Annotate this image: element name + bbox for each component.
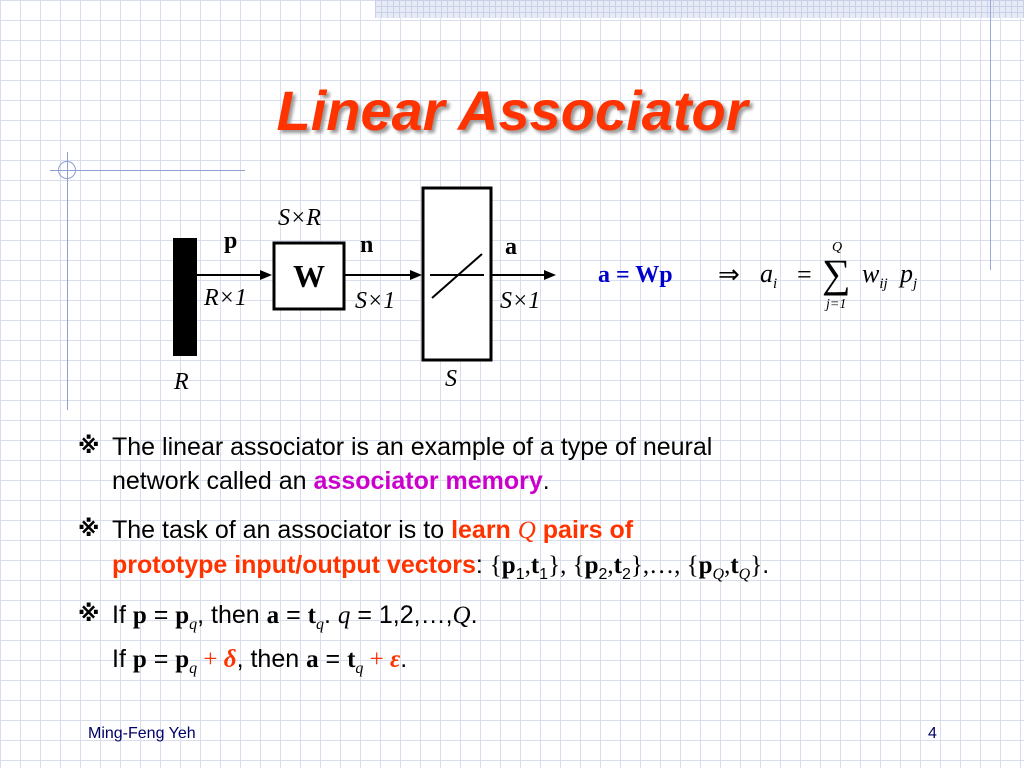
layer-size-label: S: [445, 366, 457, 392]
title-underline: [50, 170, 245, 171]
footer-page-number: 4: [928, 725, 937, 742]
input-bar: [173, 238, 197, 356]
bullet-marker: ※: [78, 517, 100, 542]
net-arrowhead: [410, 270, 422, 280]
slide-title: Linear Associator: [276, 79, 748, 142]
bullet-2-line-2: prototype input/output vectors: {p1,t1},…: [112, 551, 770, 583]
sum-symbol: ∑: [822, 251, 851, 296]
bullet-marker: ※: [78, 434, 100, 459]
implies-symbol: ⇒: [718, 260, 740, 289]
formula-lhs: a = Wp: [598, 262, 673, 288]
weight-dim-label: S×R: [278, 205, 321, 231]
net-label: n: [360, 232, 374, 258]
bullet-3-line-1: If p = pq, then a = tq. q = 1,2,…,Q.: [112, 601, 478, 633]
transfer-symbol-slope: [431, 253, 483, 299]
weight-label: W: [293, 258, 325, 294]
input-label: p: [224, 228, 238, 254]
top-banner: [375, 0, 1024, 18]
output-arrowhead: [544, 270, 556, 280]
sum-lower-limit: j=1: [826, 297, 847, 312]
bullet-3-line-2: If p = pq + δ, then a = tq + ε.: [112, 645, 408, 677]
bullet-1: ※ The linear associator is an example of…: [78, 430, 978, 498]
bullet-3: ※ If p = pq, then a = tq. q = 1,2,…,Q. I…: [78, 598, 978, 686]
output-dim-label: S×1: [500, 288, 541, 314]
prototype-vectors-highlight: prototype input/output vectors: [112, 551, 476, 579]
bullet-1-line-1: The linear associator is an example of a…: [112, 433, 713, 461]
bullet-2-line-1: The task of an associator is to learn Q …: [112, 516, 634, 544]
output-label: a: [505, 234, 517, 260]
formula-w-ij: wij: [862, 259, 888, 293]
sum-upper-limit: Q: [832, 240, 843, 255]
formula-equals: =: [797, 260, 812, 289]
bullet-marker: ※: [78, 602, 100, 627]
net-dim-label: S×1: [355, 288, 396, 314]
associator-memory-highlight: associator memory: [313, 467, 543, 495]
input-dim-label: R×1: [204, 285, 247, 311]
deco-circle: [58, 161, 76, 179]
weight-box: [272, 241, 346, 311]
bullet-1-line-2: network called an associator memory.: [112, 467, 550, 495]
bullet-2: ※ The task of an associator is to learn …: [78, 513, 978, 592]
right-deco-line: [990, 0, 991, 270]
formula-a-i: ai: [760, 259, 778, 293]
left-deco-line: [67, 152, 68, 410]
footer-author: Ming-Feng Yeh: [88, 725, 196, 742]
input-arrowhead: [260, 270, 272, 280]
input-size-label: R: [174, 369, 189, 395]
formula-p-j: pj: [900, 259, 918, 293]
